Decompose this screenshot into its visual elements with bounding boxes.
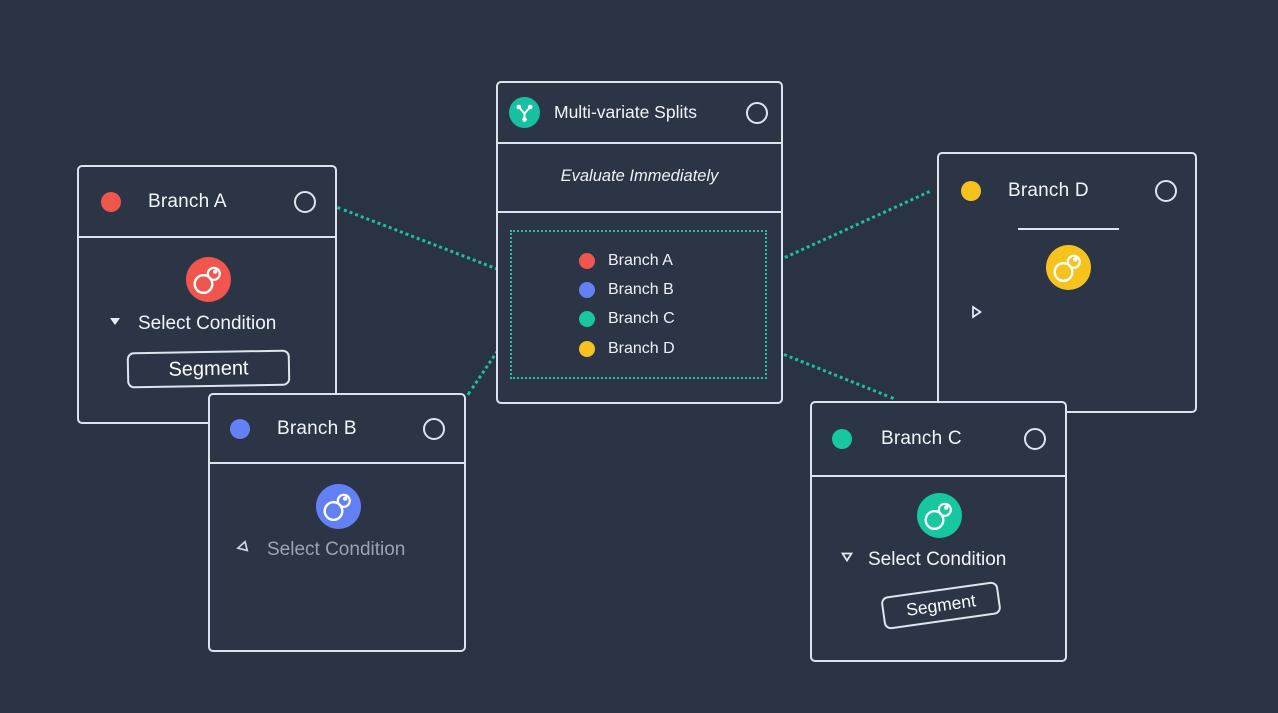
branch-legend-label: Branch D [608, 340, 675, 357]
branch-b-title: Branch B [277, 417, 357, 439]
branch-a-title: Branch A [148, 190, 227, 212]
connector-split-to-branch-c [765, 346, 895, 400]
connection-port-icon[interactable] [423, 417, 445, 440]
select-condition-label: Select Condition [267, 539, 406, 560]
branch-d-color-dot [579, 341, 595, 357]
branch-d-color-dot [961, 181, 981, 201]
branch-legend-item-d: Branch D [579, 340, 675, 357]
chevron-down-icon [107, 313, 123, 335]
triangle-left-icon [233, 537, 254, 562]
branch-legend-label: Branch A [608, 252, 673, 269]
branch-legend-label: Branch B [608, 281, 674, 298]
branch-a-header: Branch A [79, 167, 335, 238]
branch-d-header: Branch D [939, 154, 1195, 228]
triangle-right-icon [968, 304, 984, 326]
connection-port-icon[interactable] [1024, 428, 1046, 450]
select-condition-label: Select Condition [138, 313, 277, 334]
connection-port-icon[interactable] [1155, 180, 1177, 202]
multivariate-split-node[interactable]: Multi-variate Splits Evaluate Immediatel… [496, 81, 783, 404]
select-condition-dropdown[interactable]: Select Condition [107, 313, 276, 335]
branch-c-node[interactable]: Branch C Select Condition Segment [810, 401, 1067, 662]
branch-b-header: Branch B [210, 395, 464, 464]
branch-b-color-dot [230, 418, 250, 439]
branch-c-color-dot [579, 311, 595, 327]
branch-d-title: Branch D [1008, 180, 1089, 201]
branch-a-node[interactable]: Branch A Select Condition Segment [77, 165, 337, 424]
split-node-title: Multi-variate Splits [554, 102, 697, 122]
triangle-down-icon [839, 549, 855, 571]
connector-split-to-branch-d [767, 190, 931, 267]
segment-circles-icon [1046, 245, 1091, 290]
branch-a-color-dot [101, 191, 121, 212]
branch-c-title: Branch C [881, 428, 962, 449]
branch-a-color-dot [579, 253, 595, 269]
segment-circles-icon [316, 484, 361, 529]
header-divider-line [1018, 228, 1119, 230]
branch-b-color-dot [579, 282, 595, 298]
branch-c-header: Branch C [812, 403, 1065, 477]
connector-branch-a-to-split [336, 206, 505, 273]
branch-legend-box: Branch A Branch B Branch C Branch D [510, 230, 767, 379]
select-condition-dropdown[interactable] [968, 304, 984, 326]
branch-d-node[interactable]: Branch D [937, 152, 1197, 413]
connection-port-icon[interactable] [294, 190, 316, 213]
branch-legend-item-b: Branch B [579, 281, 674, 298]
segment-circles-icon [186, 257, 231, 302]
select-condition-dropdown[interactable]: Select Condition [235, 539, 405, 561]
segment-button[interactable]: Segment [126, 349, 291, 389]
select-condition-dropdown[interactable]: Select Condition [839, 549, 1006, 571]
segment-circles-icon [917, 493, 962, 538]
segment-button[interactable]: Segment [880, 580, 1002, 631]
select-condition-label: Select Condition [868, 549, 1007, 570]
branch-legend-label: Branch C [608, 310, 675, 327]
split-branch-icon [509, 97, 540, 128]
branch-legend-item-a: Branch A [579, 252, 673, 269]
connection-port-icon[interactable] [746, 101, 768, 124]
evaluate-immediately-label: Evaluate Immediately [498, 142, 781, 213]
branch-legend-item-c: Branch C [579, 310, 675, 327]
branch-b-node[interactable]: Branch B Select Condition [208, 393, 466, 652]
branch-c-color-dot [832, 429, 852, 449]
split-node-header: Multi-variate Splits [498, 83, 781, 144]
